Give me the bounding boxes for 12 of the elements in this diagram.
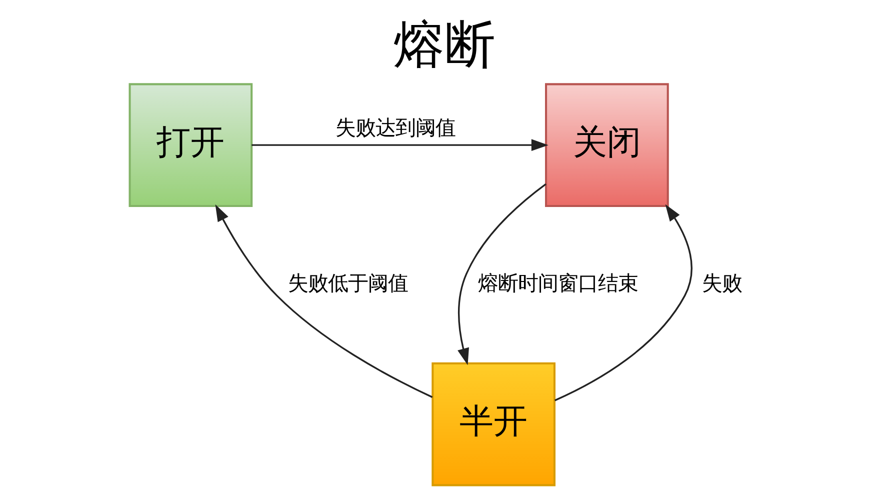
arrow — [251, 139, 548, 152]
arrow — [457, 183, 546, 366]
edge-label: 失败 — [702, 270, 742, 295]
edge-label: 失败达到阈值 — [335, 115, 456, 140]
arrow — [554, 204, 692, 402]
arrow — [214, 204, 432, 398]
edge-label: 失败低于阈值 — [288, 270, 408, 295]
diagram-title: 熔断 — [393, 15, 495, 74]
node-box: 半开 — [431, 362, 555, 486]
node-box: 关闭 — [544, 83, 668, 208]
node-box: 打开 — [128, 83, 252, 208]
edge-label: 熔断时间窗口结束 — [478, 270, 638, 295]
